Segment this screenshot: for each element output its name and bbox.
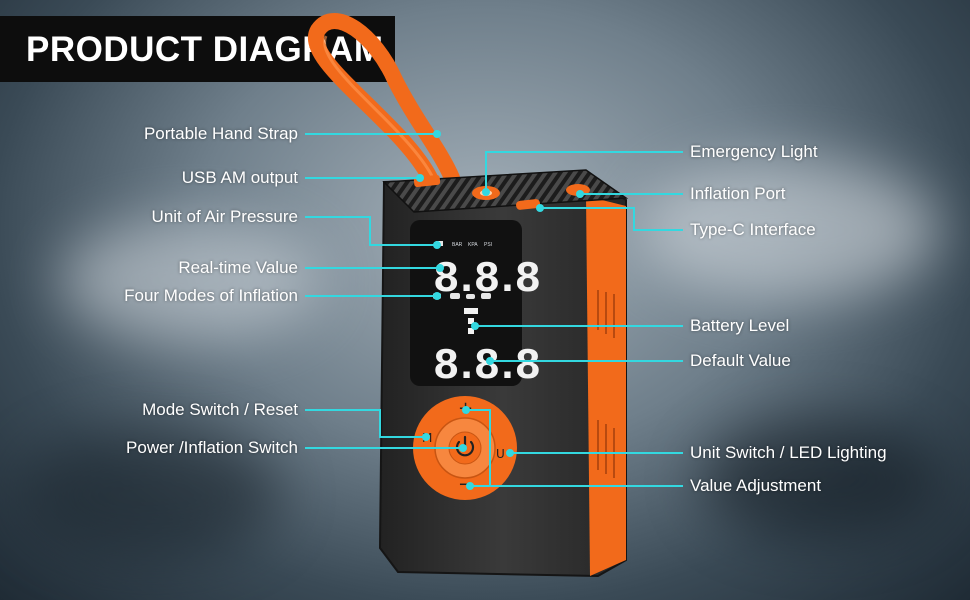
background-haze: [60, 220, 320, 340]
leader-lines-left: [305, 133, 463, 449]
hand-strap-highlight: [323, 35, 434, 177]
label-battery-level: Battery Level: [690, 316, 790, 335]
label-four-modes-of-inflation: Four Modes of Inflation: [124, 286, 298, 305]
label-mode-switch-reset: Mode Switch / Reset: [142, 400, 298, 419]
background-haze: [640, 160, 940, 300]
leader-line: [540, 207, 683, 231]
svg-text:PSI: PSI: [484, 242, 492, 248]
power-icon: [455, 440, 475, 457]
top-grille: [382, 169, 629, 213]
label-emergency-light: Emergency Light: [690, 142, 818, 161]
label-real-time-value: Real-time Value: [178, 258, 298, 277]
side-vents: [597, 290, 615, 478]
leader-dots: [416, 130, 584, 490]
orange-side-panel: [586, 196, 626, 576]
svg-text:KPA: KPA: [468, 242, 478, 248]
type-c-port: [516, 199, 541, 210]
background-haze: [20, 430, 280, 560]
label-power-inflation-switch: Power /Inflation Switch: [126, 438, 298, 457]
unit-button[interactable]: U: [496, 447, 505, 461]
label-inflation-port: Inflation Port: [690, 184, 786, 203]
label-unit-of-air-pressure: Unit of Air Pressure: [151, 207, 298, 226]
label-portable-hand-strap: Portable Hand Strap: [143, 124, 298, 143]
leader-line: [485, 151, 683, 192]
battery-level-indicator: [464, 308, 478, 334]
default-value-readout: 8.8.8: [433, 342, 540, 392]
leader-line: [305, 216, 437, 246]
label-default-value: Default Value: [690, 351, 791, 370]
leader-line: [305, 409, 426, 438]
leader-line: [466, 409, 683, 487]
leader-lines-right: [466, 151, 683, 487]
lcd-screen: [410, 220, 522, 386]
background-haze: [700, 420, 940, 540]
label-unit-switch-led-lighting: Unit Switch / LED Lighting: [690, 443, 887, 462]
label-type-c-interface: Type-C Interface: [690, 220, 816, 239]
label-value-adjustment: Value Adjustment: [690, 476, 822, 495]
svg-text:BAR: BAR: [452, 242, 463, 248]
label-usb-am-output: USB AM output: [181, 168, 298, 187]
hand-strap: [307, 13, 460, 186]
